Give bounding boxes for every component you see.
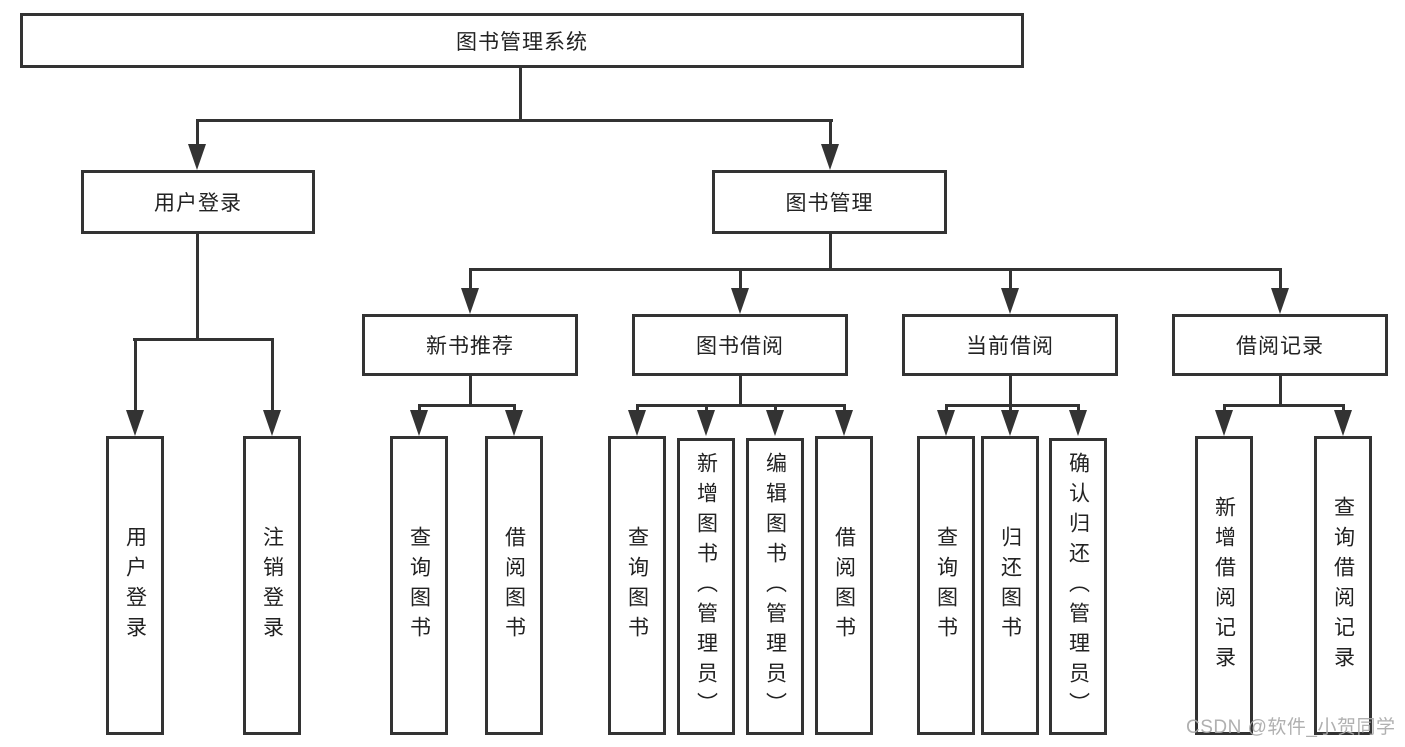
arrow-down [628, 410, 646, 436]
connector-vline [134, 338, 137, 412]
connector-vline [469, 376, 472, 406]
node-book-management: 图书管理 [712, 170, 947, 234]
arrow-down [505, 410, 523, 436]
arrow-down [126, 410, 144, 436]
connector-vline [945, 404, 948, 412]
node-new-book-recommendation: 新书推荐 [362, 314, 578, 376]
arrow-down [731, 288, 749, 314]
connector-hline [945, 404, 1079, 407]
arrow-down [766, 410, 784, 436]
connector-hline [418, 404, 516, 407]
connector-vline [196, 234, 199, 341]
connector-hline [469, 268, 1282, 271]
arrow-down [410, 410, 428, 436]
connector-vline [1009, 404, 1012, 412]
connector-vline [843, 404, 846, 412]
leaf-current-return-books: 归还图书 [981, 436, 1039, 735]
leaf-current-query-books: 查询图书 [917, 436, 975, 735]
connector-vline [418, 404, 421, 412]
arrow-down [188, 144, 206, 170]
leaf-borrow-borrow-books: 借阅图书 [815, 436, 873, 735]
connector-hline [636, 404, 845, 407]
arrow-down [697, 410, 715, 436]
node-borrowing-records: 借阅记录 [1172, 314, 1388, 376]
connector-hline [1223, 404, 1344, 407]
leaf-borrow-add-books-admin: 新增图书（管理员） [677, 438, 735, 735]
arrow-down [1069, 410, 1087, 436]
connector-vline [636, 404, 639, 412]
arrow-down [937, 410, 955, 436]
connector-vline [739, 376, 742, 406]
leaf-recommend-borrow-books: 借阅图书 [485, 436, 543, 735]
node-current-borrowing: 当前借阅 [902, 314, 1118, 376]
connector-vline [519, 68, 522, 119]
connector-vline [774, 404, 777, 412]
arrow-down [1001, 288, 1019, 314]
node-book-borrowing: 图书借阅 [632, 314, 848, 376]
leaf-current-confirm-return-admin: 确认归还（管理员） [1049, 438, 1107, 735]
connector-vline [1223, 404, 1226, 412]
connector-vline [829, 234, 832, 270]
connector-vline [829, 119, 832, 146]
arrow-down [835, 410, 853, 436]
arrow-down [461, 288, 479, 314]
connector-vline [1342, 404, 1345, 412]
arrow-down [821, 144, 839, 170]
connector-vline [1009, 376, 1012, 406]
arrow-down [1334, 410, 1352, 436]
csdn-watermark: CSDN @软件_小贺同学 [1186, 717, 1396, 738]
node-user-login: 用户登录 [81, 170, 315, 234]
arrow-down [263, 410, 281, 436]
leaf-borrow-query-books: 查询图书 [608, 436, 666, 735]
connector-vline [513, 404, 516, 412]
connector-vline [1279, 376, 1282, 406]
leaf-user-login: 用户登录 [106, 436, 164, 735]
arrow-down [1001, 410, 1019, 436]
connector-vline [1077, 404, 1080, 412]
node-library-management-system: 图书管理系统 [20, 13, 1024, 68]
connector-hline [133, 338, 274, 341]
leaf-recommend-query-books: 查询图书 [390, 436, 448, 735]
leaf-records-query-record: 查询借阅记录 [1314, 436, 1372, 735]
connector-vline [705, 404, 708, 412]
leaf-records-add-record: 新增借阅记录 [1195, 436, 1253, 735]
arrow-down [1271, 288, 1289, 314]
leaf-logout: 注销登录 [243, 436, 301, 735]
leaf-borrow-edit-books-admin: 编辑图书（管理员） [746, 438, 804, 735]
connector-hline [196, 119, 833, 122]
connector-vline [271, 338, 274, 412]
connector-vline [196, 119, 199, 146]
connector-vline [1279, 268, 1282, 290]
connector-vline [1009, 268, 1012, 290]
connector-vline [469, 268, 472, 290]
connector-vline [739, 268, 742, 290]
arrow-down [1215, 410, 1233, 436]
